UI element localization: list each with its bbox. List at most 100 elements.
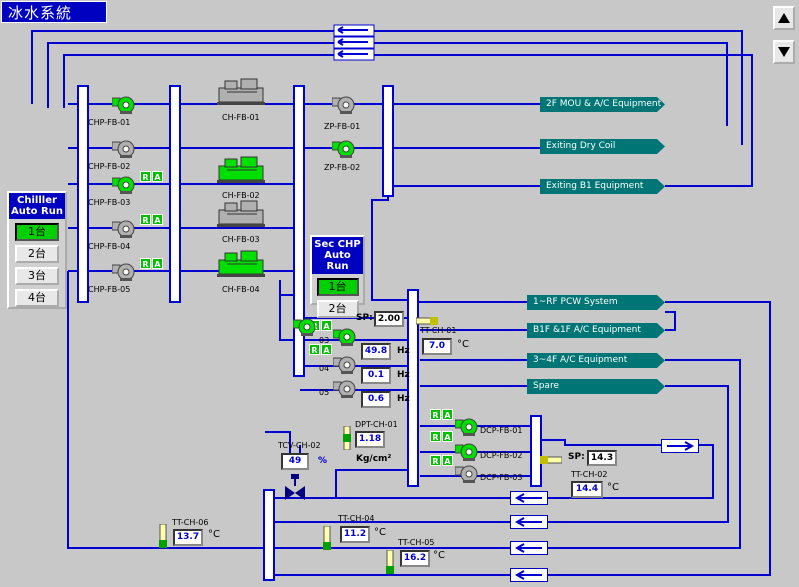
pump-icon: [331, 96, 355, 114]
chp-pump-3[interactable]: [111, 176, 136, 198]
page-title: 冰水系統: [1, 1, 107, 23]
sec-chp-run-1-label: 1台: [328, 280, 347, 293]
tt-ch-02-value: 14.4: [571, 481, 603, 498]
dest-2f-mou[interactable]: 2F MOU & A/C Equipment: [540, 97, 665, 112]
flow-return-arrow-box-2: [510, 515, 548, 529]
dpt-ch-01-value: 1.18: [355, 431, 385, 448]
sp-tt-ch-02-value[interactable]: 14.3: [587, 450, 617, 466]
chiller-label-3: CH-FB-03: [222, 235, 260, 244]
arrow-left-icon: [514, 543, 542, 553]
chiller-icon: [217, 250, 265, 277]
dest-b1f-1f-ac[interactable]: B1F &1F A/C Equipment: [527, 323, 665, 338]
tcv-ch-02-value[interactable]: 49: [281, 453, 309, 470]
chiller-run-3-button[interactable]: 3台: [15, 267, 59, 285]
dcp-pump-3[interactable]: [454, 465, 479, 487]
chiller-2[interactable]: [217, 156, 265, 188]
scroll-down-button[interactable]: [773, 40, 795, 64]
auto-indicator: A: [321, 320, 332, 331]
chiller-run-1-button[interactable]: 1台: [15, 223, 59, 241]
chp-pump-2[interactable]: [111, 140, 136, 162]
pump-icon: [111, 176, 135, 194]
sp-sec-chp-value[interactable]: 2.00: [374, 311, 404, 327]
tt-ch-05-label: TT-CH-05: [398, 538, 435, 547]
thermometer-tt-ch-06-icon: [159, 524, 167, 548]
pump-icon: [332, 328, 356, 346]
dpt-ch-01-unit: Kg/cm²: [356, 454, 392, 464]
chiller-run-4-button[interactable]: 4台: [15, 289, 59, 307]
run-indicator: R: [309, 344, 320, 355]
hz-unit-04: Hz: [397, 370, 410, 380]
chiller-3[interactable]: [217, 200, 265, 232]
tt-ch-06-value: 13.7: [173, 529, 203, 546]
pump-icon: [331, 140, 355, 158]
pump-icon: [332, 380, 356, 398]
dcp-pump-2[interactable]: [454, 443, 479, 465]
sec-chp-panel-title-line2: Auto Run: [324, 250, 351, 272]
auto-indicator: A: [442, 455, 453, 466]
sec-chp-run-2-label: 2台: [328, 302, 347, 315]
header-pipes: [77, 85, 542, 581]
chp-pump-label-4: CHP-FB-04: [88, 242, 131, 251]
chiller-run-4-label: 4台: [28, 291, 46, 304]
return-arrow-boxes: [333, 24, 375, 61]
zp-pump-1[interactable]: [331, 96, 356, 118]
flow-return-arrow-box-3: [510, 541, 548, 555]
chiller-1[interactable]: [217, 78, 265, 110]
sec-pump-1[interactable]: [332, 328, 357, 350]
sec-chp-run-2-button[interactable]: 2台: [316, 300, 359, 318]
chp-pump-label-3: CHP-FB-03: [88, 198, 131, 207]
pump-icon: [292, 318, 316, 336]
chiller-label-4: CH-FB-04: [222, 285, 260, 294]
chp-pump-5[interactable]: [111, 263, 136, 285]
chp-pump-1[interactable]: [111, 96, 136, 118]
chp-pump-4[interactable]: [111, 220, 136, 242]
thermometer-tt-ch-01-icon: [416, 317, 438, 325]
scroll-up-button[interactable]: [773, 6, 795, 30]
pressure-sensor-dpt-ch-01-icon: [343, 426, 351, 450]
chiller-4[interactable]: [217, 250, 265, 282]
run-indicator: R: [430, 409, 441, 420]
sec-chp-panel-title-line1: Sec CHP: [314, 239, 361, 250]
dcp-pump-1[interactable]: [454, 418, 479, 440]
thermometer-tt-ch-05-icon: [386, 550, 394, 574]
arrow-left-icon: [514, 570, 542, 580]
sec-chp-auto-run-panel: Sec CHP Auto Run 1台 2台: [310, 235, 365, 318]
chiller-icon: [217, 78, 265, 105]
arrow-left-icon: [514, 517, 542, 527]
triangle-down-icon: [778, 47, 790, 57]
sec-pump-label-1: 03: [319, 336, 330, 345]
sec-pump-3[interactable]: [332, 380, 357, 402]
dest-spare[interactable]: Spare: [527, 379, 665, 394]
sec-pump-label-3: 05: [319, 388, 330, 397]
sec-pump-2[interactable]: [332, 356, 357, 378]
flow-out-arrow-box: [661, 439, 699, 453]
tt-ch-06-unit: °C: [208, 529, 220, 540]
chp-pump-label-2: CHP-FB-02: [88, 162, 131, 171]
zp-pump-2[interactable]: [331, 140, 356, 162]
chiller-panel-title-line2: Auto Run: [11, 206, 63, 217]
dest-dry-coil[interactable]: Exiting Dry Coil Equipment: [540, 139, 665, 154]
control-valve-icon[interactable]: [284, 474, 306, 502]
dest-pcw-system[interactable]: 1~RF PCW System Equipment: [527, 295, 665, 310]
hz-pump-03: 49.8: [361, 343, 391, 360]
dest-b1[interactable]: Exiting B1 Equipment: [540, 179, 665, 194]
chiller-run-3-label: 3台: [28, 269, 46, 282]
pump-icon: [454, 418, 478, 436]
tt-ch-04-value: 11.2: [340, 526, 370, 543]
chiller-run-2-button[interactable]: 2台: [15, 245, 59, 263]
sec-chp-run-1-button[interactable]: 1台: [316, 278, 359, 296]
run-indicator: R: [140, 214, 151, 225]
run-indicator: R: [430, 455, 441, 466]
chiller-panel-title-line1: Chilller: [17, 195, 57, 206]
sec-chp-panel-title: Sec CHP Auto Run: [312, 237, 363, 274]
hz-unit-03: Hz: [397, 346, 410, 356]
dest-3-4f-ac[interactable]: 3~4F A/C Equipment: [527, 353, 665, 368]
tt-ch-01-value: 7.0: [422, 338, 452, 355]
